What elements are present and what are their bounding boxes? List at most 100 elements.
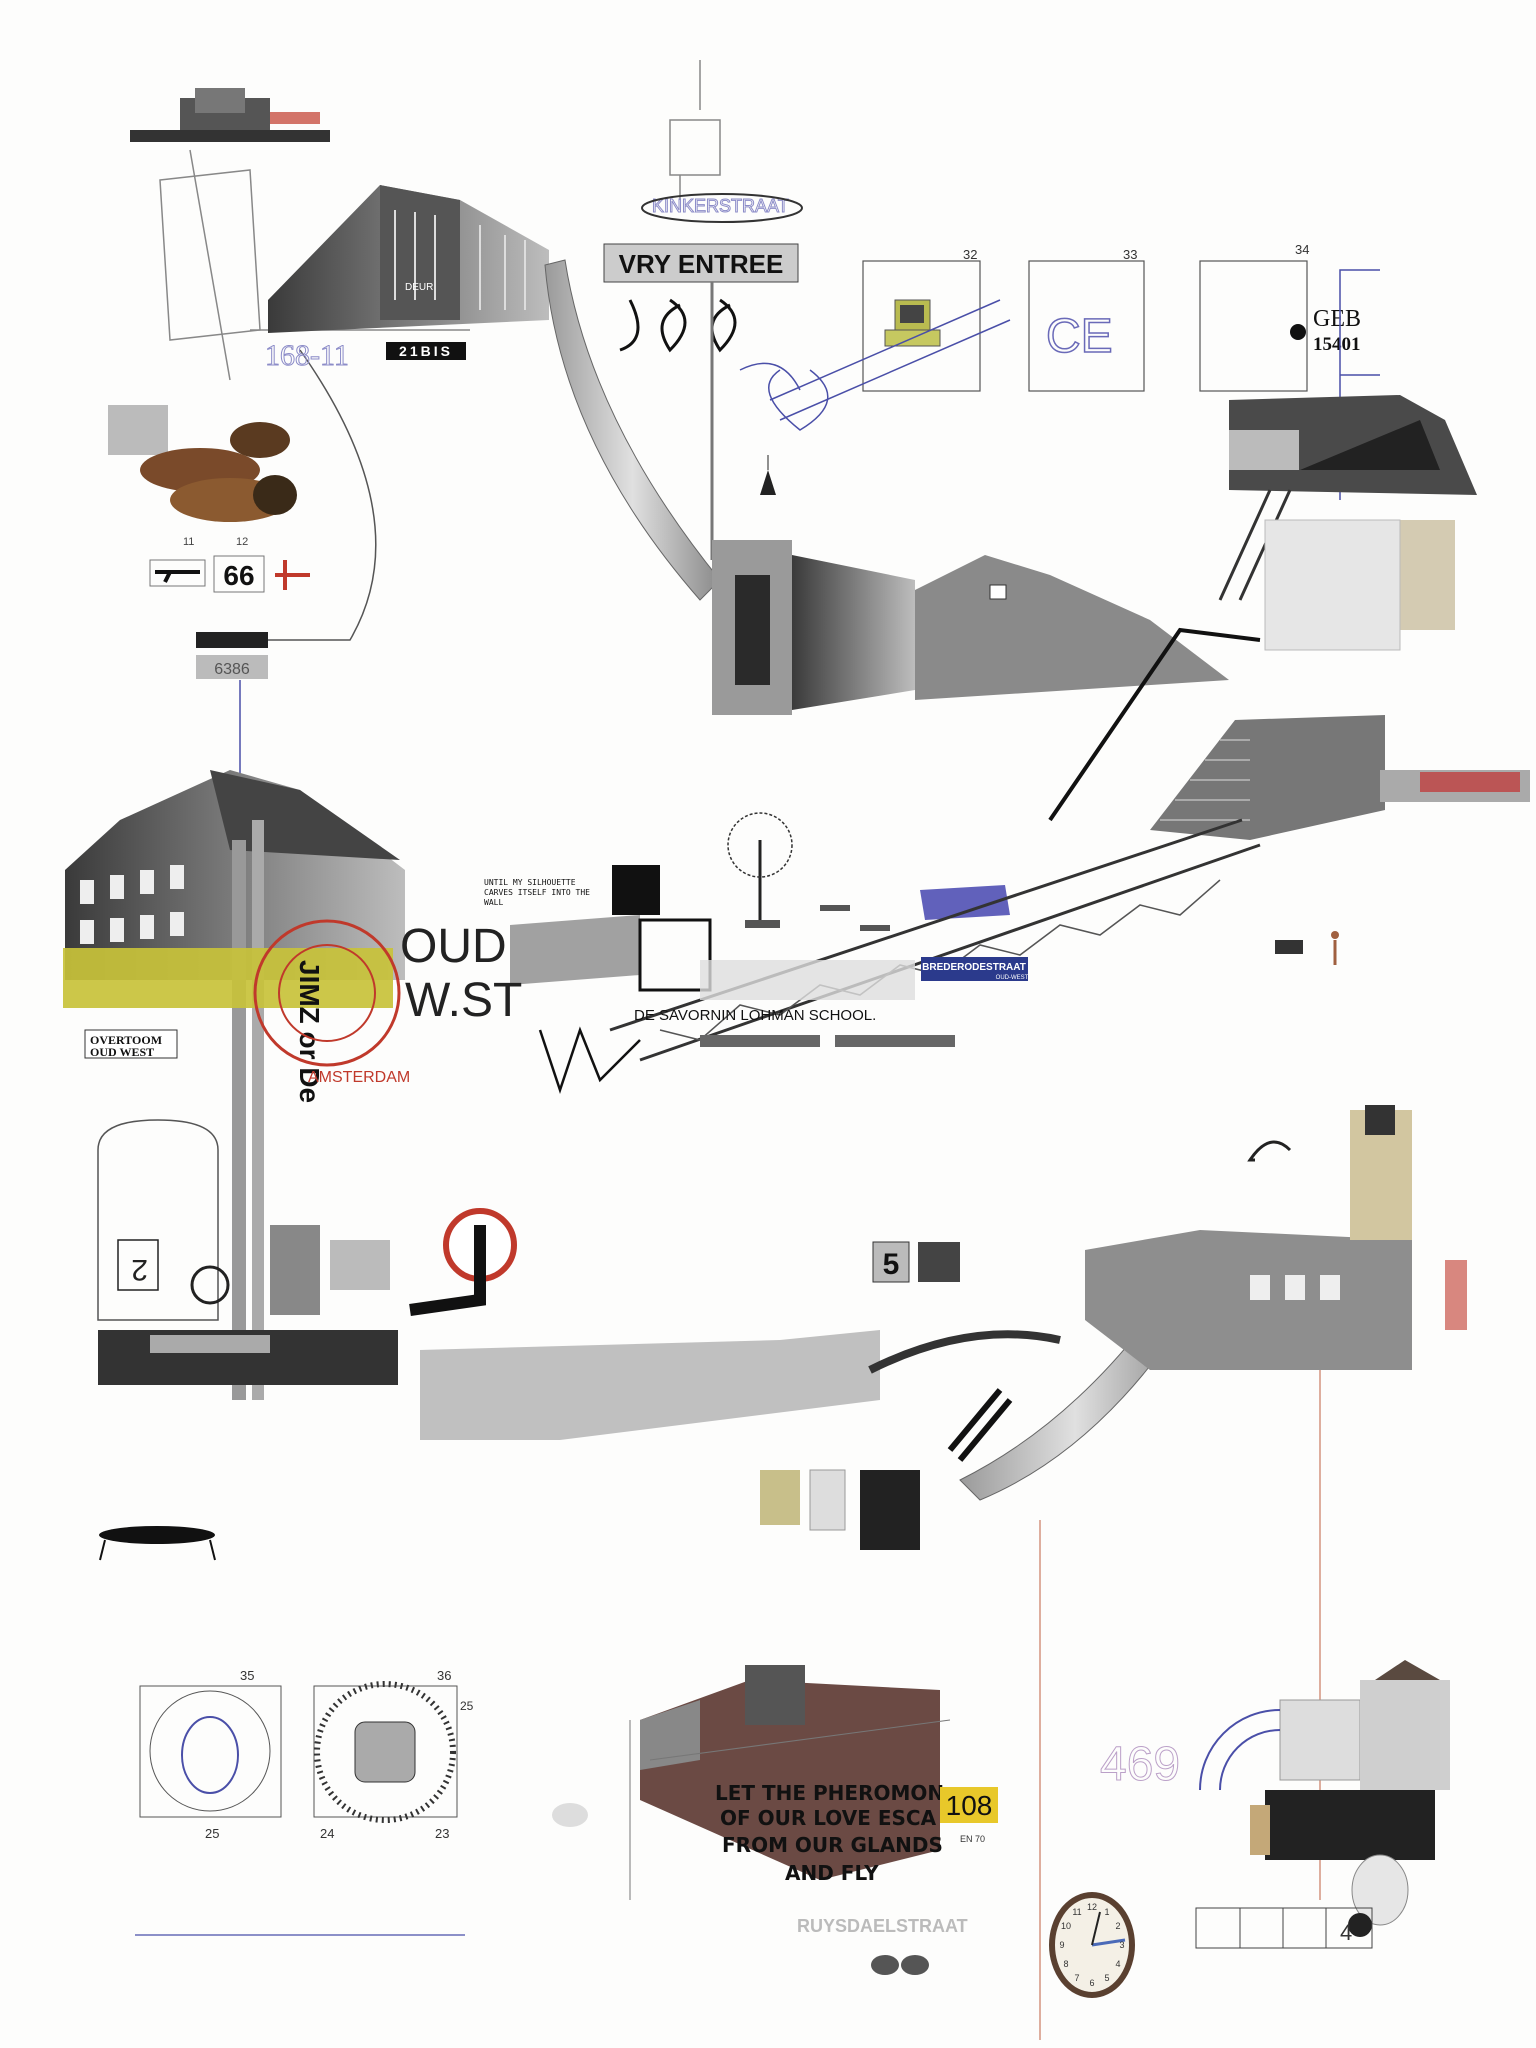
kiosk-drawing	[97, 1119, 230, 1321]
frame-number: 32	[963, 247, 977, 262]
svg-text:OUD: OUD	[400, 920, 507, 973]
staircase	[1048, 627, 1530, 840]
district-text: OUD W.ST	[400, 920, 522, 1027]
handwritten-note: UNTIL MY SILHOUETTE CARVES ITSELF INTO T…	[484, 878, 590, 907]
yellow-beam: JIMZ or De	[63, 948, 393, 1103]
tree-and-tables	[727, 812, 1010, 931]
svg-text:EN 70: EN 70	[960, 1834, 985, 1844]
scooter	[1348, 1854, 1409, 1937]
top-right-building	[1218, 395, 1477, 651]
number-plate: 6386	[196, 632, 268, 679]
route-marker-66: 11 12 66	[149, 536, 310, 593]
svg-text:OF OUR LOVE ESCA: OF OUR LOVE ESCA	[720, 1806, 937, 1830]
svg-text:5: 5	[883, 1248, 900, 1281]
cube-number: 5	[872, 1241, 960, 1283]
svg-text:BREDERODESTRAAT: BREDERODESTRAAT	[922, 962, 1026, 973]
svg-text:DE SAVORNIN LOHMAN SCHOOL.: DE SAVORNIN LOHMAN SCHOOL.	[634, 1007, 876, 1024]
svg-text:24: 24	[320, 1826, 334, 1841]
svg-text:FROM OUR GLANDS: FROM OUR GLANDS	[722, 1833, 943, 1857]
red-sign-arrow	[409, 1208, 517, 1316]
lower-bridge-and-slide	[420, 1289, 1191, 1550]
faint-number: 469	[1100, 1738, 1180, 1791]
top-left-photo-cluster	[130, 88, 330, 142]
house-number-108: 108 EN 70	[940, 1787, 998, 1844]
kiosk-number: 2	[131, 1253, 148, 1286]
amsterdam-stamp: AMSTERDAM	[253, 919, 410, 1086]
svg-text:23: 23	[435, 1826, 449, 1841]
person-and-bench	[1275, 931, 1339, 965]
clock-numeral: 12	[1087, 1902, 1097, 1912]
letters-outline: CE	[1046, 310, 1113, 363]
trampoline	[99, 1526, 216, 1561]
svg-text:GEB: GEB	[1313, 306, 1361, 332]
building-label: GEB 15401	[1290, 306, 1361, 355]
poem-text: LET THE PHEROMON OF OUR LOVE ESCA FROM O…	[715, 1781, 944, 1885]
street-name-faint: RUYSDAELSTRAAT	[797, 1916, 968, 1936]
grid-table	[1195, 1907, 1373, 1949]
svg-text:25: 25	[205, 1826, 219, 1841]
svg-text:W.ST: W.ST	[405, 974, 522, 1027]
svg-text:OVERTOOM: OVERTOOM	[90, 1033, 162, 1047]
svg-text:AND FLY: AND FLY	[785, 1861, 879, 1885]
street-building-middle	[712, 540, 915, 715]
svg-text:LET THE PHEROMON: LET THE PHEROMON	[715, 1781, 944, 1805]
frame-boxes	[862, 260, 1308, 392]
svg-text:36: 36	[437, 1668, 451, 1683]
clock-numeral: 9	[1059, 1940, 1064, 1950]
svg-text:15401: 15401	[1313, 334, 1361, 355]
overtoom-sign: OVERTOOM OUD WEST	[84, 1029, 178, 1059]
svg-text:21BIS: 21BIS	[399, 343, 453, 359]
clock-numeral: 11	[1072, 1907, 1081, 1917]
clock-numeral: 2	[1115, 1921, 1120, 1931]
clock-numeral: 5	[1104, 1973, 1109, 1983]
street-name-faint: KINKERSTRAAT	[652, 196, 789, 216]
svg-text:108: 108	[946, 1790, 993, 1821]
svg-text:6386: 6386	[214, 661, 250, 678]
clock-numeral: 3	[1119, 1940, 1124, 1950]
zigzag-line	[538, 1026, 641, 1094]
faint-number: 168-11	[265, 339, 349, 372]
svg-text:OUD WEST: OUD WEST	[90, 1045, 154, 1059]
right-lower-building	[1085, 1105, 1467, 1370]
svg-text:OUD-WEST: OUD-WEST	[996, 975, 1029, 981]
clock-numeral: 10	[1061, 1921, 1071, 1931]
frame-number: 34	[1295, 242, 1309, 257]
building-photo-top: DEUR	[268, 185, 549, 333]
frame-number: 33	[1123, 247, 1137, 262]
scribble-ellipse	[641, 193, 803, 223]
svg-text:AMSTERDAM: AMSTERDAM	[308, 1069, 410, 1086]
right-bottom-building	[1199, 1660, 1450, 1860]
svg-text:25: 25	[460, 1699, 474, 1713]
grid-number: 4	[1340, 1920, 1352, 1945]
clock-numeral: 6	[1089, 1978, 1094, 1988]
bottom-building-collage	[629, 1665, 951, 1900]
ducks	[552, 1803, 929, 1975]
lamp-icon	[760, 455, 776, 495]
clock-numeral: 7	[1074, 1973, 1079, 1983]
fences	[700, 1035, 955, 1047]
clock-numeral: 1	[1104, 1907, 1109, 1917]
dial-frame: 36 25 24 23	[313, 1668, 474, 1841]
svg-text:35: 35	[240, 1668, 254, 1683]
svg-text:11: 11	[183, 536, 194, 548]
storefront-sign: DEUR	[405, 282, 433, 293]
face-frame: 35 25	[139, 1668, 282, 1841]
dark-overlay-block	[510, 865, 660, 985]
clock-numeral: 4	[1115, 1959, 1120, 1969]
blue-pen-lines	[739, 269, 1380, 500]
chute-slide	[544, 259, 721, 601]
truss-bridge	[609, 818, 1261, 1062]
pipes-photo	[108, 405, 297, 522]
computer-icon	[884, 299, 941, 347]
house-number-plate: 21BIS	[386, 342, 466, 360]
entry-sign: VRY ENTREE	[603, 243, 799, 560]
svg-text:VRY ENTREE: VRY ENTREE	[619, 249, 784, 279]
street-sign: BREDERODESTRAAT OUD-WEST	[921, 957, 1029, 981]
brick-wall	[915, 555, 1229, 700]
handwritten-note-block: UNTIL MY SILHOUETTE CARVES ITSELF INTO T…	[484, 878, 590, 907]
school-banner: DE SAVORNIN LOHMAN SCHOOL.	[634, 960, 915, 1024]
graffiti-strip	[98, 1225, 398, 1385]
